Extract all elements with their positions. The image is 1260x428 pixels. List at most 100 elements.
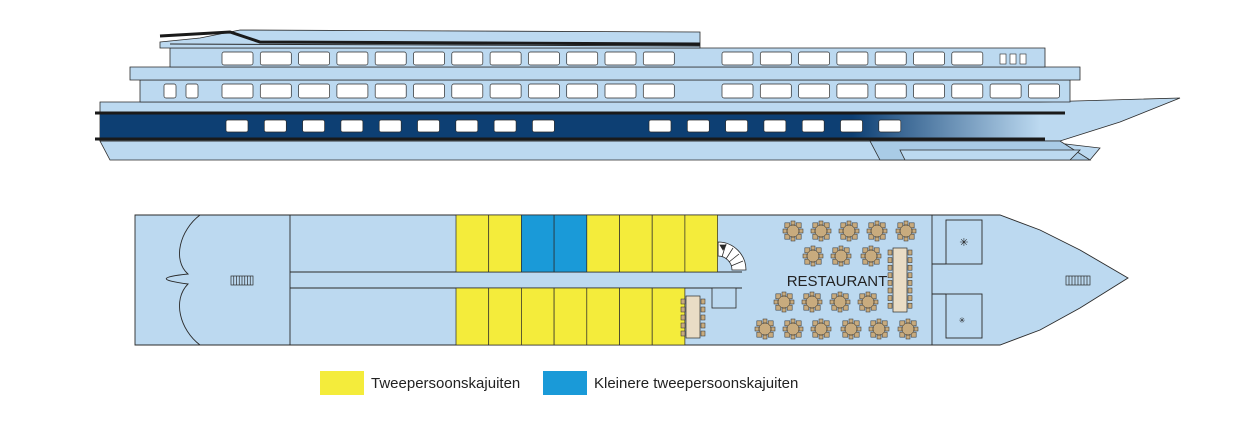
chair xyxy=(851,233,858,240)
window-middle xyxy=(336,83,369,99)
chair xyxy=(810,326,816,332)
chair xyxy=(870,320,877,327)
chair xyxy=(876,253,882,259)
window-top xyxy=(336,51,369,66)
chair xyxy=(762,334,768,340)
porthole xyxy=(840,119,863,133)
chair xyxy=(809,291,815,297)
window-bow-small xyxy=(1019,53,1027,65)
banquet-table xyxy=(892,247,908,313)
chair xyxy=(838,228,844,234)
porthole xyxy=(263,119,287,133)
chair xyxy=(781,307,787,313)
service-box xyxy=(711,287,737,309)
round-table xyxy=(857,291,879,313)
round-table xyxy=(782,318,804,340)
window-middle xyxy=(759,83,792,99)
side-windows xyxy=(163,51,1060,133)
window-top xyxy=(413,51,445,66)
round-table xyxy=(840,318,862,340)
chair xyxy=(881,320,888,327)
window-middle xyxy=(374,83,407,99)
window-middle xyxy=(874,83,907,99)
chair xyxy=(826,326,832,332)
bow-room-bottom xyxy=(945,293,983,339)
chair xyxy=(680,306,686,313)
window-top xyxy=(298,51,330,66)
fan-icon-small: ✳ xyxy=(959,316,966,325)
chair xyxy=(795,331,802,338)
round-table xyxy=(897,318,919,340)
round-table xyxy=(773,291,795,313)
chair xyxy=(908,233,915,240)
window-middle xyxy=(451,83,484,99)
chair xyxy=(907,264,913,271)
chair xyxy=(810,261,816,267)
porthole xyxy=(302,119,325,133)
window-middle xyxy=(721,83,754,99)
window-top xyxy=(759,51,792,66)
chair xyxy=(812,320,819,327)
window-middle xyxy=(913,83,945,99)
porthole xyxy=(340,119,364,133)
table-top xyxy=(814,322,828,336)
porthole xyxy=(763,119,787,133)
porthole xyxy=(532,119,555,133)
chair xyxy=(908,222,915,229)
chair xyxy=(848,318,854,324)
counter xyxy=(685,295,701,339)
chair xyxy=(907,280,913,286)
window-top xyxy=(913,51,945,66)
cabin-double xyxy=(684,214,718,273)
round-table xyxy=(830,245,852,267)
window-top xyxy=(836,51,869,66)
round-table xyxy=(868,318,890,340)
table-top xyxy=(870,224,884,238)
window-top xyxy=(566,51,599,66)
porthole xyxy=(648,119,672,133)
chair xyxy=(823,331,830,338)
round-table xyxy=(860,245,882,267)
cabin-double xyxy=(488,287,522,346)
window-top xyxy=(951,51,984,66)
chair xyxy=(868,326,874,332)
chair xyxy=(907,249,913,256)
chair xyxy=(887,272,893,279)
chair xyxy=(907,295,913,301)
cabin-small xyxy=(521,214,555,273)
bow-room-top xyxy=(945,219,983,265)
chair xyxy=(842,304,849,311)
cabin-double xyxy=(586,214,620,273)
chair xyxy=(823,320,830,327)
chair xyxy=(868,245,874,251)
chair xyxy=(859,293,866,300)
chair xyxy=(913,326,919,332)
chair xyxy=(887,249,893,256)
chair xyxy=(831,304,838,311)
chair xyxy=(789,299,795,305)
buffet-counter xyxy=(680,295,706,339)
chair xyxy=(854,228,860,234)
window-top xyxy=(489,51,522,66)
chair xyxy=(865,307,871,313)
chair xyxy=(887,302,893,309)
window-middle xyxy=(566,83,599,99)
chair xyxy=(874,236,880,242)
chair xyxy=(897,326,903,332)
deck-upper xyxy=(129,66,1081,81)
chair xyxy=(846,220,852,226)
porthole xyxy=(801,119,825,133)
chair xyxy=(907,287,913,294)
window-middle xyxy=(836,83,869,99)
chair xyxy=(899,320,906,327)
chair xyxy=(868,233,875,240)
round-table xyxy=(802,245,824,267)
chair xyxy=(803,304,810,311)
chair xyxy=(845,299,851,305)
round-table xyxy=(866,220,888,242)
chair xyxy=(818,220,824,226)
chair xyxy=(851,222,858,229)
chair xyxy=(846,253,852,259)
chair xyxy=(814,293,821,300)
chair xyxy=(817,299,823,305)
